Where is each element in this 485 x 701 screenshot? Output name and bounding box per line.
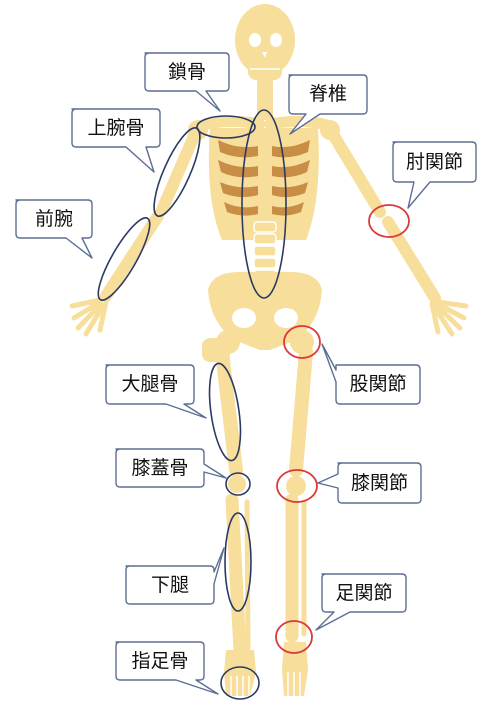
label-clavicle: 鎖骨 [145,54,229,90]
label-femur: 大腿骨 [106,366,194,402]
label-hip: 股関節 [336,366,420,402]
label-humerus: 上腕骨 [72,110,160,146]
label-elbow: 肘関節 [393,144,476,180]
right-hand [432,302,466,334]
label-ankle: 足関節 [322,575,406,611]
femur-bone [222,352,236,470]
clavicle-bone [200,121,330,126]
lumbar-vertebrae [254,222,276,280]
jaw [248,60,282,80]
label-spine: 脊椎 [289,76,367,112]
tibia-bone [232,500,240,650]
sternum [258,128,272,218]
label-forearm: 前腕 [16,201,92,237]
left-foot [224,650,256,696]
patella-bone [228,475,246,493]
label-toes: 指足骨 [116,643,204,679]
left-hand [72,300,106,334]
label-knee: 膝関節 [338,465,421,501]
label-lower-leg: 下腿 [126,567,214,603]
label-patella: 膝蓋骨 [116,450,204,486]
